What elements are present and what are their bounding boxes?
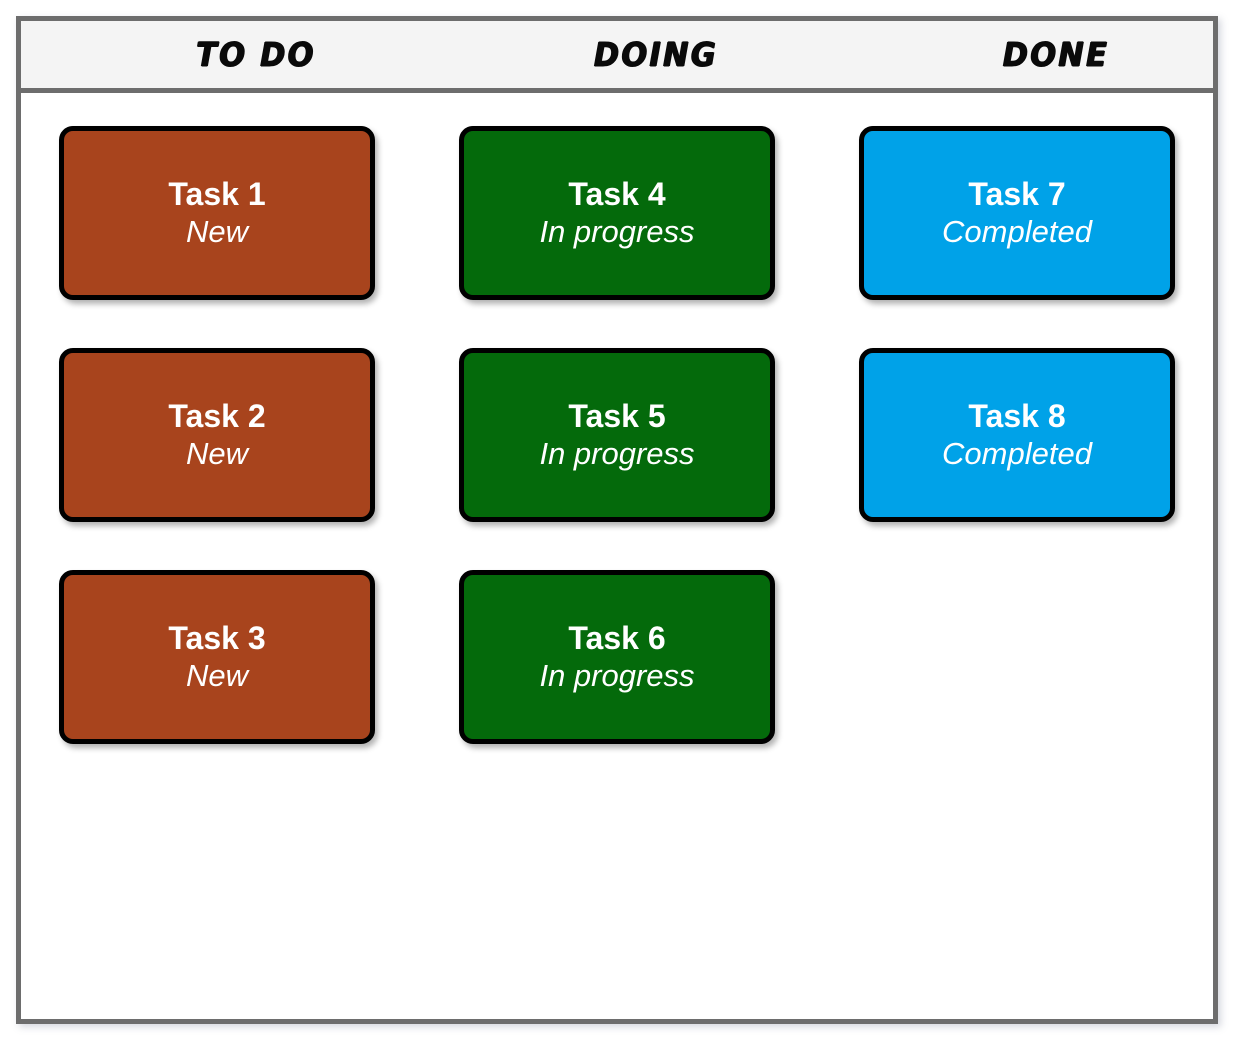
column-header-todo: TO DO: [196, 35, 316, 74]
task-card-status: New: [185, 436, 248, 471]
column-header-doing: DOING: [593, 35, 719, 74]
task-card-title: Task 6: [568, 620, 666, 656]
task-card[interactable]: Task 7 Completed: [859, 126, 1175, 300]
task-card[interactable]: Task 3 New: [59, 570, 375, 744]
task-card-title: Task 3: [168, 620, 266, 656]
task-card-status: New: [185, 214, 248, 249]
task-card-status: Completed: [942, 436, 1092, 471]
task-card[interactable]: Task 4 In progress: [459, 126, 775, 300]
task-card-title: Task 8: [968, 398, 1066, 434]
task-card-status: In progress: [539, 436, 695, 471]
task-card-status: Completed: [942, 214, 1092, 249]
task-card-title: Task 2: [168, 398, 266, 434]
task-card-title: Task 5: [568, 398, 666, 434]
task-card-title: Task 1: [168, 176, 266, 212]
task-card[interactable]: Task 6 In progress: [459, 570, 775, 744]
kanban-board: TO DO DOING DONE Task 1 New Task 2 New T…: [16, 16, 1218, 1024]
task-card[interactable]: Task 2 New: [59, 348, 375, 522]
task-card[interactable]: Task 1 New: [59, 126, 375, 300]
lane-done[interactable]: Task 7 Completed Task 8 Completed: [821, 93, 1221, 1019]
task-card-status: In progress: [539, 214, 695, 249]
task-card-status: In progress: [539, 658, 695, 693]
task-card-status: New: [185, 658, 248, 693]
column-header-done: DONE: [1002, 35, 1110, 74]
lane-todo[interactable]: Task 1 New Task 2 New Task 3 New: [21, 93, 421, 1019]
kanban-header-row: TO DO DOING DONE: [21, 21, 1213, 93]
task-card[interactable]: Task 5 In progress: [459, 348, 775, 522]
task-card[interactable]: Task 8 Completed: [859, 348, 1175, 522]
task-card-title: Task 4: [568, 176, 666, 212]
lane-doing[interactable]: Task 4 In progress Task 5 In progress Ta…: [421, 93, 821, 1019]
task-card-title: Task 7: [968, 176, 1066, 212]
kanban-lanes: Task 1 New Task 2 New Task 3 New Task 4 …: [21, 93, 1213, 1019]
